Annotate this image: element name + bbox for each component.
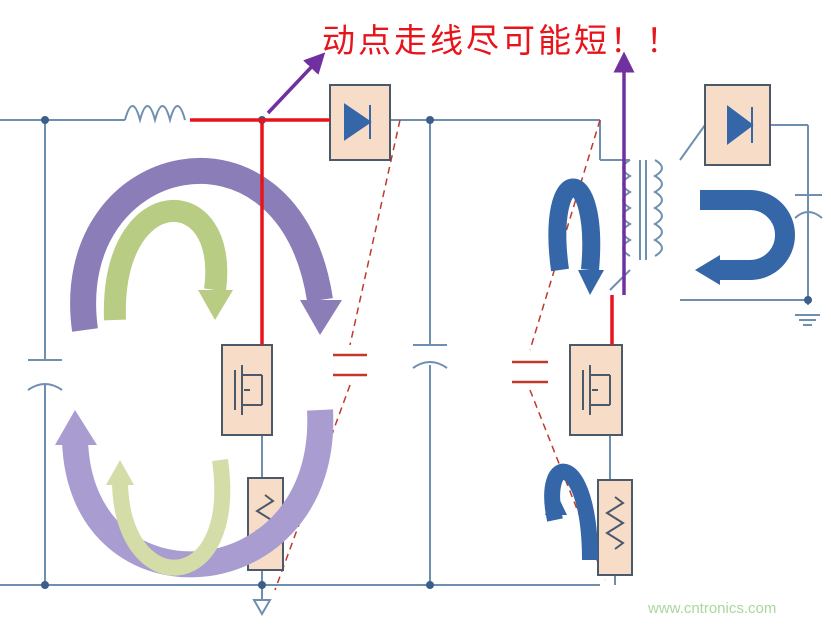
loop-arrow-inner xyxy=(103,200,228,321)
annotation-headline: 动点走线尽可能短！！ xyxy=(322,21,682,60)
junction-dots xyxy=(41,116,812,589)
hot-node-traces xyxy=(190,118,614,345)
diode-icon xyxy=(727,105,754,145)
mosfet-return-arrow xyxy=(544,463,598,561)
snubber-capacitors xyxy=(333,353,548,384)
secondary-arrow xyxy=(700,190,795,280)
pointer-arrow-left xyxy=(266,52,326,115)
current-loop-arrows xyxy=(55,157,795,578)
resistor-icon xyxy=(605,496,625,550)
mosfet-icon xyxy=(582,365,611,415)
components xyxy=(221,84,771,576)
transformer-primary-arrow xyxy=(548,178,601,272)
mosfet-icon xyxy=(234,365,263,415)
diode-icon xyxy=(344,103,372,141)
pointer-arrows xyxy=(266,51,635,295)
watermark: www.cntronics.com xyxy=(648,600,777,617)
loop-arrow-outer xyxy=(70,157,333,332)
